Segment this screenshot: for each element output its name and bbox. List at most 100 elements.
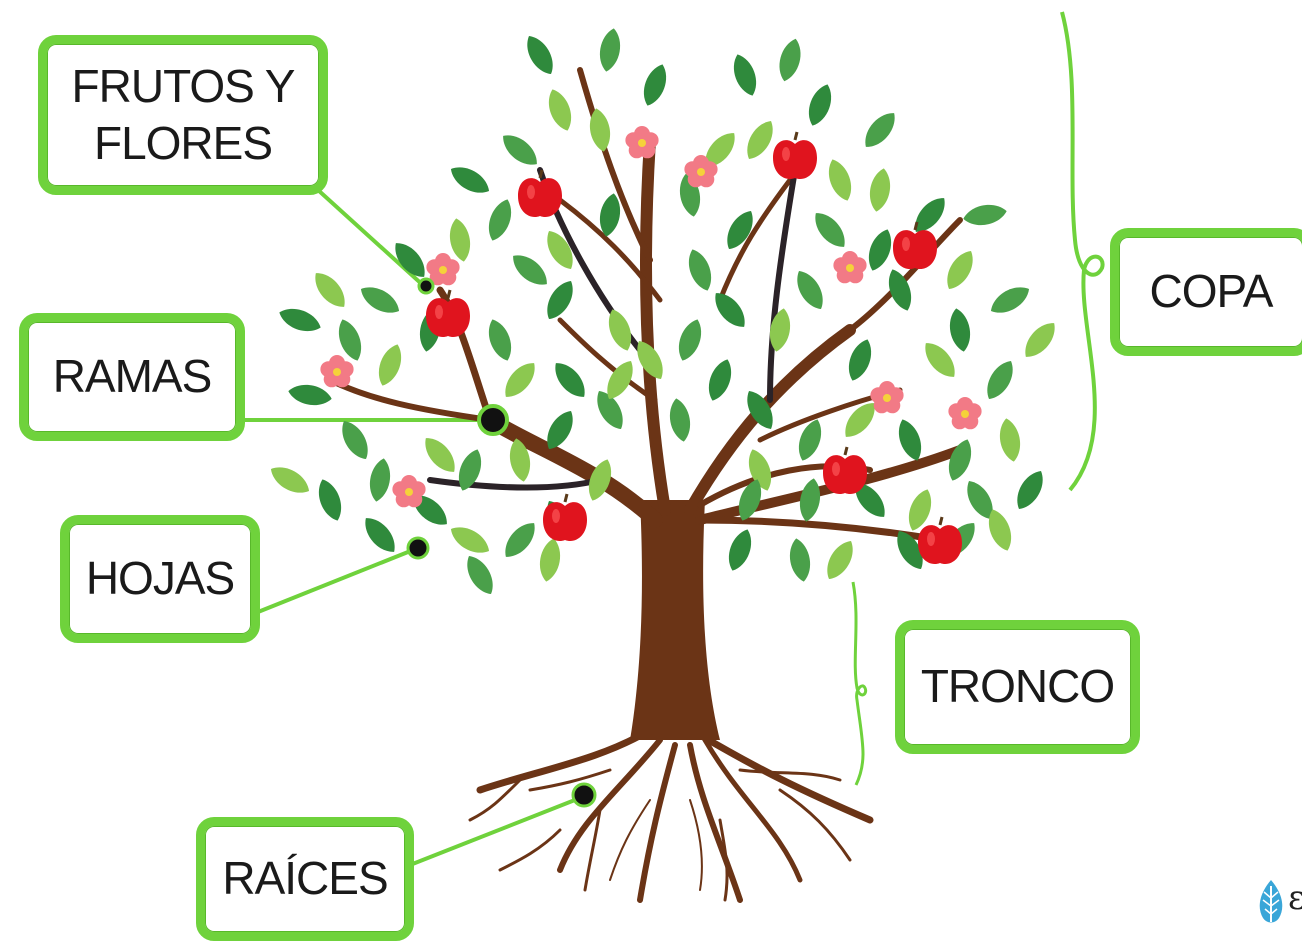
leaf bbox=[509, 438, 531, 482]
leaf bbox=[799, 478, 821, 522]
dot-raices bbox=[571, 782, 597, 808]
copa-bracket bbox=[1060, 11, 1105, 492]
leaf bbox=[688, 249, 712, 291]
flowers bbox=[320, 126, 982, 508]
leaf bbox=[855, 483, 885, 517]
leaf bbox=[727, 210, 753, 250]
leaf bbox=[365, 518, 395, 552]
label-ramas: RAMAS bbox=[19, 313, 245, 441]
leaf bbox=[708, 359, 732, 401]
label-frutos-y-flores: FRUTOS Y FLORES bbox=[38, 35, 328, 195]
leaf bbox=[897, 530, 923, 570]
leaf bbox=[848, 339, 872, 381]
leaf bbox=[413, 495, 447, 525]
leaf bbox=[599, 28, 621, 72]
leaf bbox=[705, 133, 735, 167]
leaf bbox=[733, 54, 757, 96]
leaf bbox=[547, 280, 573, 320]
logo-partial-text: ε bbox=[1288, 878, 1302, 918]
leaf bbox=[395, 243, 425, 277]
apple bbox=[823, 446, 867, 495]
leaf bbox=[999, 418, 1021, 462]
leaf bbox=[503, 135, 537, 165]
flower bbox=[392, 475, 426, 508]
leaf bbox=[949, 308, 971, 352]
connector-lines bbox=[244, 188, 586, 867]
leaf bbox=[342, 420, 368, 460]
leaf bbox=[747, 390, 773, 430]
apple bbox=[426, 289, 470, 338]
leaf bbox=[747, 120, 773, 160]
leaf bbox=[488, 319, 512, 361]
leaf bbox=[845, 403, 875, 437]
leaf bbox=[458, 449, 482, 491]
label-frutos-line1: FRUTOS Y bbox=[71, 59, 296, 112]
leaf bbox=[827, 540, 853, 580]
trunk bbox=[630, 500, 720, 740]
leaf bbox=[948, 439, 972, 481]
leaf bbox=[513, 255, 547, 285]
leaf bbox=[990, 287, 1030, 313]
leaf bbox=[505, 363, 535, 397]
tronco-bracket bbox=[851, 581, 868, 786]
leaf bbox=[425, 438, 455, 472]
dot-hojas bbox=[406, 536, 430, 560]
leaf bbox=[450, 527, 490, 553]
leaf bbox=[988, 509, 1012, 551]
leaf bbox=[947, 250, 973, 290]
leaf bbox=[589, 108, 611, 152]
leaf bbox=[797, 270, 823, 310]
apple bbox=[773, 131, 817, 180]
flower bbox=[684, 155, 718, 188]
leaf bbox=[888, 269, 912, 311]
leaf bbox=[769, 308, 791, 352]
leaf bbox=[555, 363, 585, 397]
dot-frutos bbox=[417, 277, 435, 295]
apple bbox=[518, 169, 562, 218]
leaf bbox=[547, 230, 573, 270]
roots bbox=[468, 726, 874, 903]
leaf bbox=[868, 229, 892, 271]
connector-hojas bbox=[257, 546, 419, 614]
leaf bbox=[378, 344, 402, 386]
leaf bbox=[798, 419, 822, 461]
leaf bbox=[815, 213, 845, 247]
leaf bbox=[467, 555, 493, 595]
leaf bbox=[865, 113, 895, 147]
leaf bbox=[987, 360, 1013, 400]
leaf bbox=[607, 360, 633, 400]
leaf bbox=[539, 538, 561, 582]
flower bbox=[870, 381, 904, 414]
label-hojas: HOJAS bbox=[60, 515, 260, 643]
leaf bbox=[588, 459, 612, 501]
leaves bbox=[270, 28, 1055, 595]
leaf bbox=[449, 218, 471, 262]
label-copa: COPA bbox=[1110, 228, 1302, 356]
leaf bbox=[908, 489, 932, 531]
leaf bbox=[547, 410, 573, 450]
label-tronco: TRONCO bbox=[895, 620, 1140, 754]
leaf bbox=[789, 538, 811, 582]
leaf bbox=[808, 84, 832, 126]
label-raices: RAÍCES bbox=[196, 817, 414, 941]
leaf bbox=[597, 390, 623, 430]
connector-raices bbox=[409, 794, 586, 867]
leaf bbox=[599, 193, 621, 237]
leaf bbox=[279, 308, 321, 332]
label-raices-text: RAÍCES bbox=[222, 852, 388, 905]
leaf bbox=[360, 287, 400, 313]
apple bbox=[918, 516, 962, 565]
leaf bbox=[505, 523, 535, 557]
leaf bbox=[915, 198, 945, 232]
leaf bbox=[963, 204, 1007, 226]
label-frutos-line2: FLORES bbox=[93, 117, 273, 169]
leaf bbox=[967, 480, 993, 520]
leaf bbox=[898, 419, 922, 461]
apple bbox=[893, 221, 937, 270]
leaf bbox=[338, 319, 362, 361]
label-hojas-text: HOJAS bbox=[85, 552, 235, 605]
flower bbox=[833, 251, 867, 284]
leaf bbox=[315, 273, 345, 307]
leaf bbox=[488, 199, 512, 241]
